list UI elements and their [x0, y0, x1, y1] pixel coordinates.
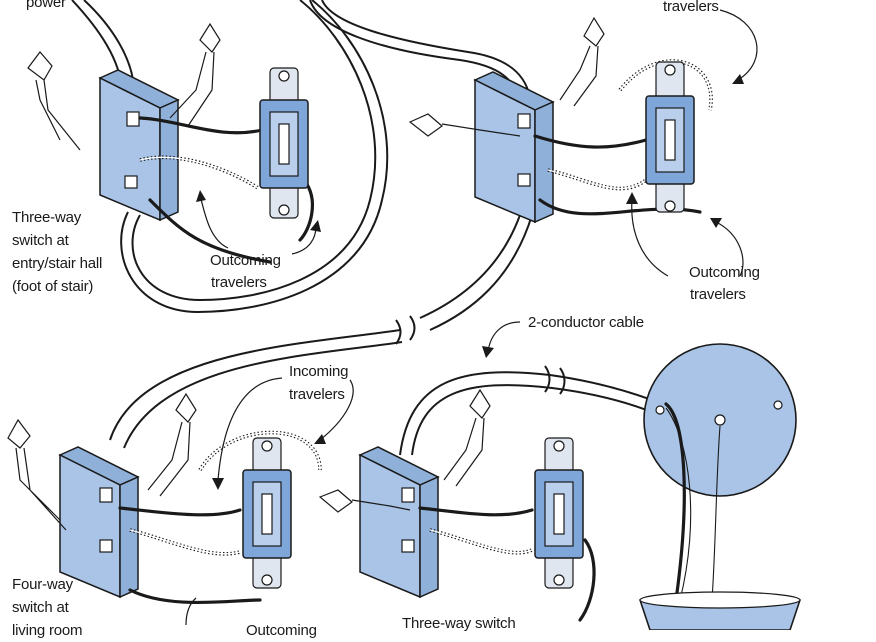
cable-2-conductor [399, 371, 666, 456]
label-three-way-foot-line4: (foot of stair) [12, 278, 94, 295]
label-three-way-foot-line1: Three-way [12, 209, 82, 226]
label-incoming-line1: Incoming [289, 363, 349, 380]
label-incoming-line2: travelers [289, 386, 345, 403]
cable-loop-top-left [131, 0, 377, 302]
label-three-way-bottom: Three-way switch [402, 615, 516, 632]
label-incoming-bottom: Outcoming [246, 622, 317, 639]
label-four-way-line3: living room [12, 622, 83, 639]
label-outgoing-left-line1: Outcoming [210, 252, 281, 269]
ceiling-fixture [639, 343, 801, 631]
cable-down-from-top-right [419, 214, 521, 319]
cable-across-middle-b [123, 341, 403, 449]
cable-2-conductor-b [411, 384, 663, 456]
label-four-way-line2: switch at [12, 599, 69, 616]
panel-top-right [408, 16, 713, 224]
label-three-way-foot-line3: entry/stair hall [12, 255, 103, 272]
label-outgoing-left-line2: travelers [211, 274, 267, 291]
cable-across-middle [109, 329, 401, 441]
cable-loop-top-left-inner [120, 0, 389, 314]
label-outgoing-right-line2: travelers [690, 286, 746, 303]
annotation-pointers [185, 9, 758, 626]
cable-to-top-right-b [321, 0, 531, 99]
panel-bottom-left [7, 392, 322, 605]
cable-break-mark-2 [544, 365, 566, 395]
label-travelers-top-right: travelers [663, 0, 719, 15]
label-2-conductor-cable: 2-conductor cable [528, 314, 644, 331]
label-power: power [26, 0, 66, 11]
panel-top-left [27, 22, 314, 264]
label-outgoing-right-line1: Outcoming [689, 264, 760, 281]
panel-bottom-middle [318, 388, 596, 622]
cable-break-mark-1 [395, 315, 416, 345]
label-three-way-foot-line2: switch at [12, 232, 69, 249]
cable-down-from-top-right-b [429, 214, 533, 331]
label-four-way-line1: Four-way [12, 576, 73, 593]
